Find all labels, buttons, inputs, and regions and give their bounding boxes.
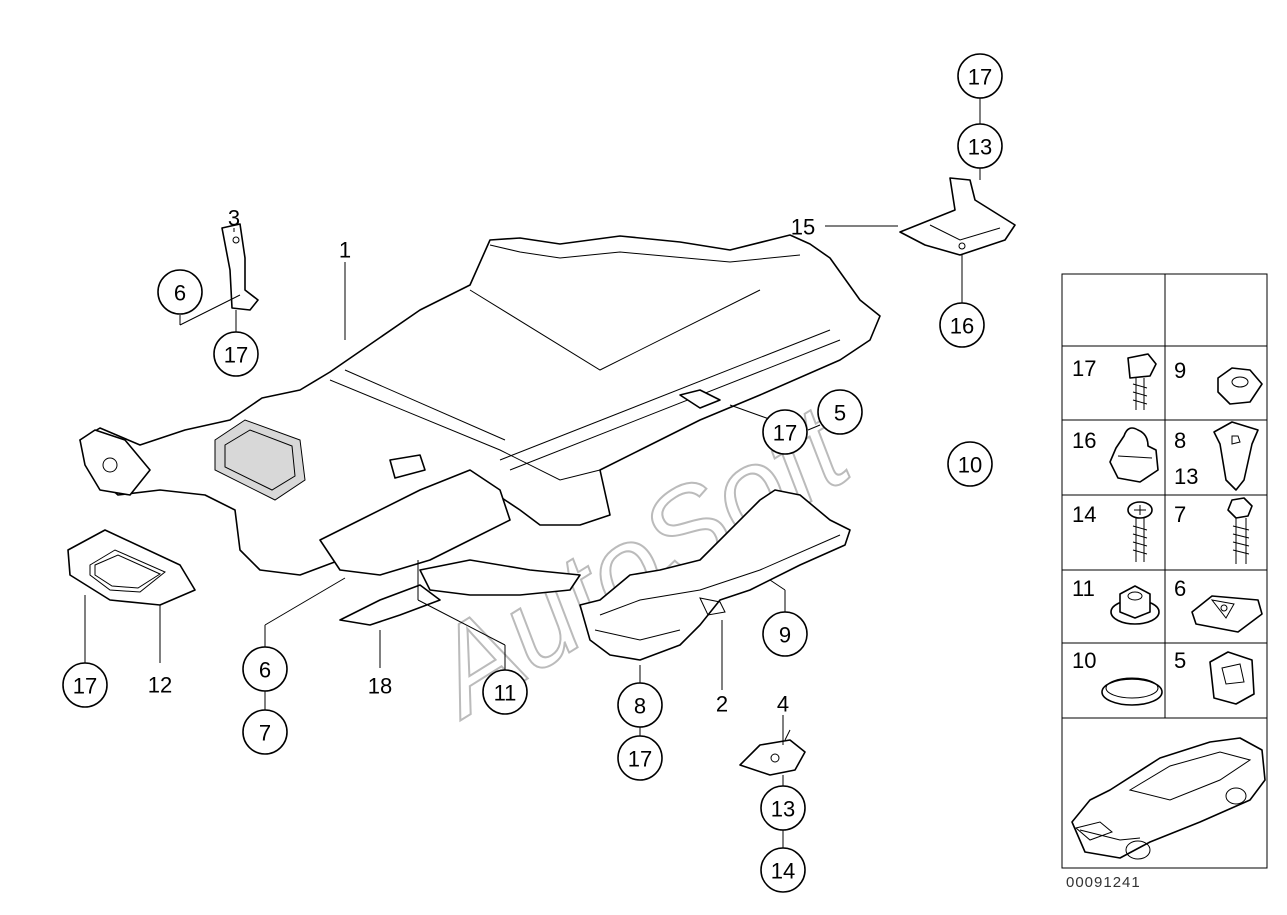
bracket-part-3	[221, 223, 259, 311]
legend-label: 8	[1174, 428, 1186, 453]
callout-13-bottom: 13	[760, 785, 806, 831]
legend-label: 7	[1174, 502, 1186, 527]
callout-11-bottom: 11	[482, 669, 528, 715]
hex-screw-icon	[1227, 497, 1253, 564]
svg-text:2: 2	[716, 692, 728, 717]
svg-text:17: 17	[773, 421, 797, 446]
car-silhouette-icon	[1071, 737, 1266, 860]
bolt-icon	[1127, 353, 1157, 410]
callout-17-top: 17	[957, 53, 1003, 99]
callout-17-mid: 17	[762, 409, 808, 455]
svg-text:13: 13	[968, 135, 992, 160]
svg-text:15: 15	[791, 215, 815, 240]
legend-label: 11	[1072, 576, 1095, 601]
clip-icon	[1209, 651, 1255, 705]
flange-nut-icon	[1110, 585, 1160, 625]
cap-nut-icon	[1109, 427, 1159, 483]
diagram-id: 00091241	[1066, 874, 1141, 891]
expanding-nut-icon	[1213, 421, 1259, 491]
svg-text:10: 10	[958, 453, 982, 478]
callout-16: 16	[939, 302, 985, 348]
callout-12: 12	[148, 673, 172, 698]
legend-label: 17	[1072, 356, 1096, 381]
small-plate-part-4	[739, 729, 806, 776]
svg-text:5: 5	[834, 401, 846, 426]
legend-label: 9	[1174, 358, 1186, 383]
svg-text:17: 17	[73, 674, 97, 699]
callout-6-bottom: 6	[242, 646, 288, 692]
callout-15: 15	[791, 215, 815, 240]
legend-table: 17 9 16 8 13 14 7	[1061, 273, 1268, 869]
svg-text:18: 18	[368, 674, 392, 699]
callout-17-left: 17	[213, 331, 259, 377]
legend-label: 13	[1174, 464, 1198, 489]
bracket-part-15	[899, 177, 1016, 256]
spring-clip-icon	[1191, 595, 1263, 633]
legend-label: 14	[1072, 502, 1096, 527]
svg-text:7: 7	[259, 721, 271, 746]
svg-text:9: 9	[779, 623, 791, 648]
callout-7-bottom: 7	[242, 709, 288, 755]
callout-10-mid: 10	[947, 441, 993, 487]
svg-text:14: 14	[771, 859, 795, 884]
callout-17-bottom: 17	[617, 735, 663, 781]
svg-text:16: 16	[950, 314, 974, 339]
callout-3: 3	[228, 206, 240, 231]
svg-text:6: 6	[174, 281, 186, 306]
svg-text:11: 11	[494, 681, 517, 706]
legend-label: 6	[1174, 576, 1186, 601]
grommet-icon	[1101, 677, 1163, 706]
callout-18: 18	[368, 674, 392, 699]
callout-17-bottom-left: 17	[62, 662, 108, 708]
svg-text:3: 3	[228, 206, 240, 231]
side-panel-right	[579, 489, 851, 661]
callout-14-bottom: 14	[760, 847, 806, 893]
svg-text:17: 17	[628, 747, 652, 772]
callout-4: 4	[777, 692, 789, 717]
left-cover-panel	[67, 529, 196, 606]
svg-text:17: 17	[968, 65, 992, 90]
callout-2: 2	[716, 692, 728, 717]
callout-1: 1	[339, 238, 351, 263]
svg-text:12: 12	[148, 673, 172, 698]
svg-text:17: 17	[224, 343, 248, 368]
svg-text:4: 4	[777, 692, 789, 717]
phillips-screw-icon	[1127, 501, 1153, 562]
legend-label: 16	[1072, 428, 1096, 453]
callout-5-mid: 5	[817, 389, 863, 435]
underbody-panel	[79, 234, 881, 626]
svg-text:8: 8	[634, 694, 646, 719]
legend-label: 10	[1072, 648, 1096, 673]
svg-text:13: 13	[771, 797, 795, 822]
svg-text:1: 1	[339, 238, 351, 263]
callout-6-left: 6	[157, 269, 203, 315]
legend-label: 5	[1174, 648, 1186, 673]
svg-text:6: 6	[259, 658, 271, 683]
hex-nut-icon	[1217, 367, 1263, 405]
callout-9-bottom: 9	[762, 611, 808, 657]
callout-13-top: 13	[957, 123, 1003, 169]
callout-8-bottom: 8	[617, 682, 663, 728]
